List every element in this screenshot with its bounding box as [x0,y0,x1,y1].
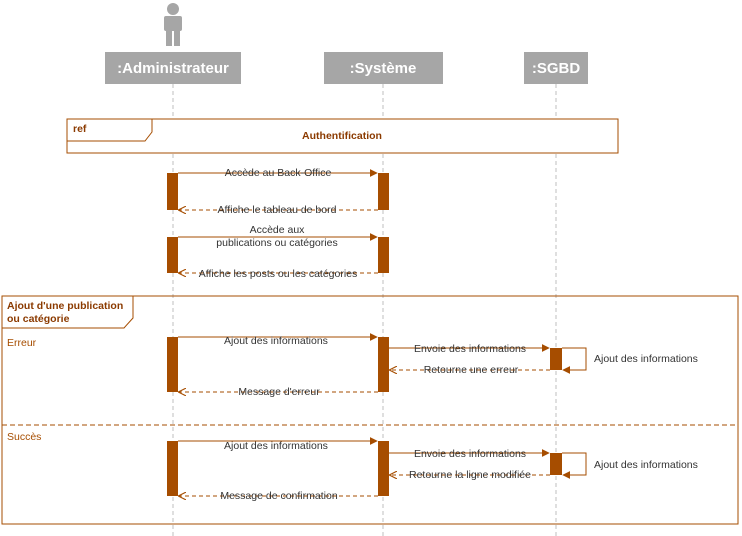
message-label-1: Accède au Back-Office [225,167,332,179]
fragment-title-2: ou catégorie [7,313,70,325]
activation-systeme-err [378,337,389,392]
err-label-3: Ajout des informations [594,353,698,365]
actor-icon [164,3,182,46]
activation-systeme-2 [378,237,389,273]
lifeline-systeme-label: :Système [350,60,417,77]
activation-systeme-ok [378,441,389,496]
alt-fragment[interactable]: Ajout d'une publication ou catégorie Err… [1,295,739,525]
guard-error: Erreur [7,337,37,349]
activation-admin-err [167,337,178,392]
message-label-3b: publications ou catégories [216,237,337,249]
ok-label-3: Ajout des informations [594,459,698,471]
lifeline-admin[interactable]: :Administrateur [105,52,241,84]
ref-frame[interactable]: ref Authentification [66,118,619,154]
message-label-2: Affiche le tableau de bord [218,204,337,216]
activation-admin-1 [167,173,178,210]
err-label-5: Message d'erreur [238,386,320,398]
ref-title: Authentification [302,130,382,142]
ok-label-5: Message de confirmation [220,490,337,502]
err-arrow-self [562,347,587,374]
ref-tag: ref [73,123,87,135]
activation-admin-ok [167,441,178,496]
lifeline-sgbd-label: :SGBD [532,60,581,77]
lifeline-sgbd[interactable]: :SGBD [524,52,588,84]
activation-systeme-1 [378,173,389,210]
fragment-title-1: Ajout d'une publication [7,300,123,312]
err-label-4: Retourne une erreur [424,364,519,376]
guard-success: Succès [7,431,41,443]
activation-sgbd-err [550,348,562,370]
message-label-4: Affiche les posts ou les catégories [199,268,358,280]
activation-admin-2 [167,237,178,273]
ok-label-2: Envoie des informations [414,448,526,460]
err-label-1: Ajout des informations [224,335,328,347]
message-label-3a: Accède aux [250,224,306,236]
ok-label-4: Retourne la ligne modifiée [409,469,531,481]
lifeline-admin-label: :Administrateur [117,60,229,77]
ok-label-1: Ajout des informations [224,440,328,452]
activation-sgbd-ok [550,453,562,475]
lifeline-systeme[interactable]: :Système [324,52,443,84]
err-label-2: Envoie des informations [414,343,526,355]
ok-arrow-self [562,452,587,479]
